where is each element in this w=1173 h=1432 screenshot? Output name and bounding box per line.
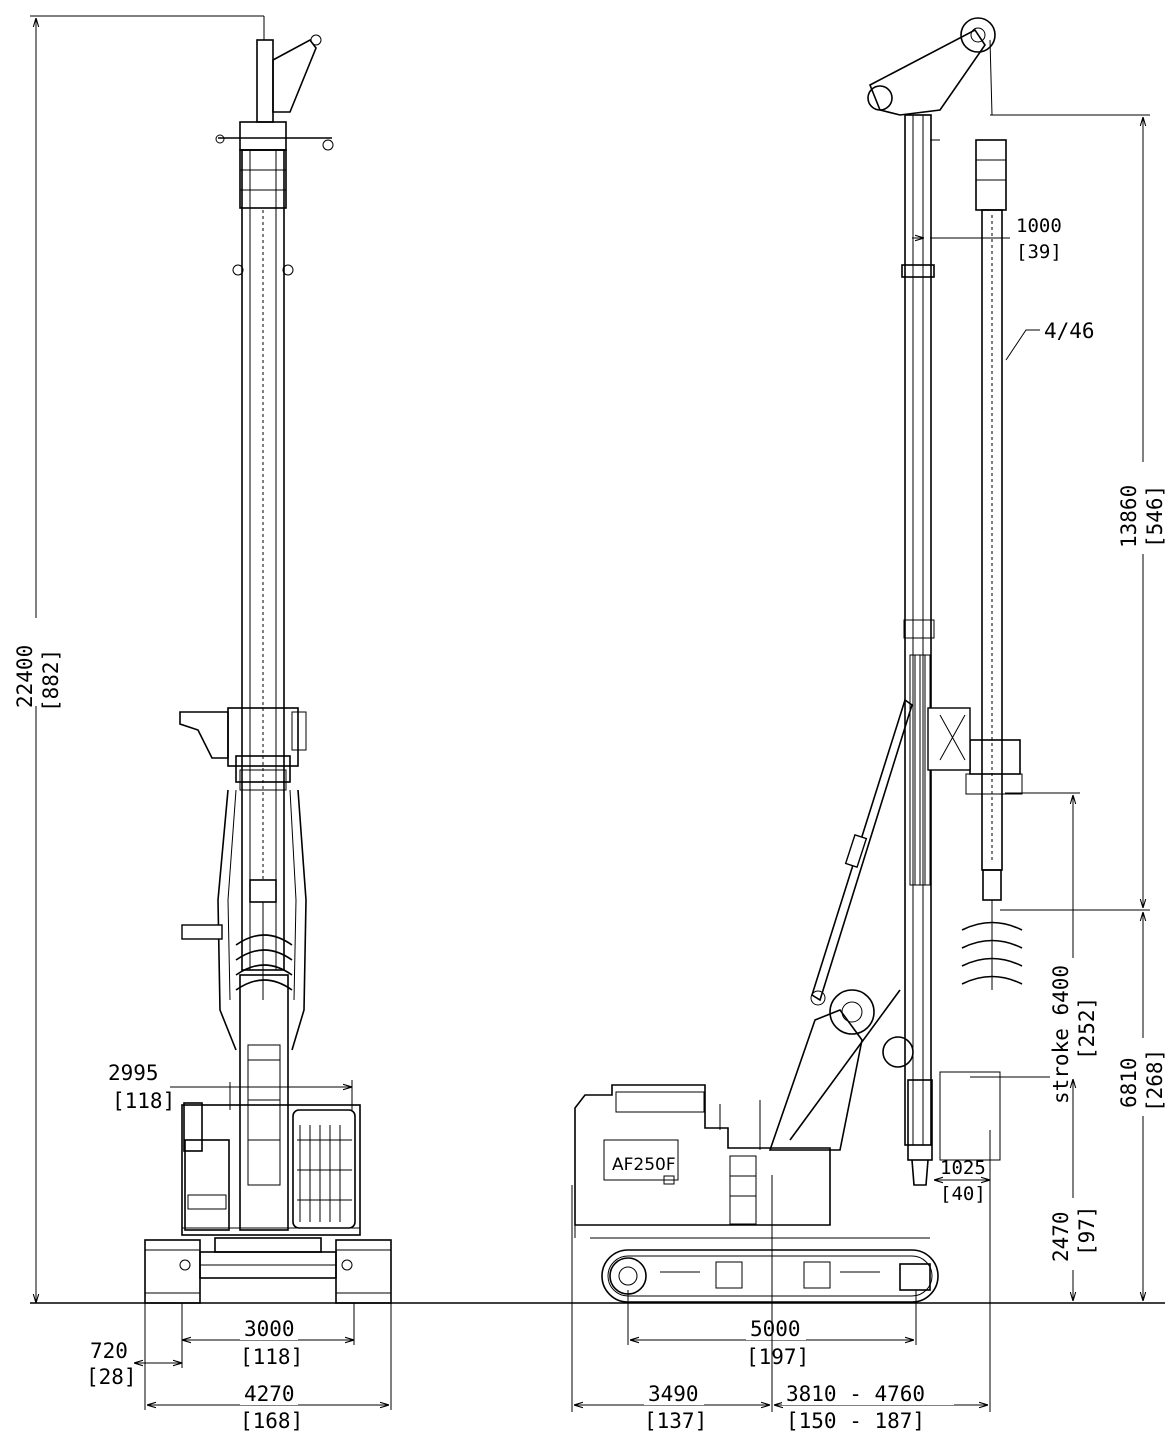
side-kelly (927, 139, 1023, 990)
dim-mast-top-width-inch: [39] (1016, 241, 1062, 263)
dim-track-length-inch: [197] (746, 1345, 809, 1369)
side-upper: AF250F (574, 1084, 930, 1239)
dim-mast-offset-inch: [40] (940, 1183, 986, 1205)
dim-overall-width: 4270 [168] (147, 1303, 392, 1432)
dim-mast-top-width: 1000 [39] (912, 215, 1062, 263)
dim-stroke-inch: [252] (1075, 997, 1099, 1060)
dim-overall-width-mm: 4270 (244, 1382, 295, 1406)
dim-working-radius-mm: 3810 - 4760 (786, 1382, 925, 1406)
dim-auger-height-inch: [268] (1143, 1049, 1167, 1112)
front-lower-mast (181, 789, 307, 1231)
dim-track-gauge: 3000 [118] (181, 1303, 355, 1369)
dim-kelly-length-inch: [546] (1143, 485, 1167, 548)
side-crown (867, 17, 996, 141)
side-mast (901, 114, 1001, 1186)
dim-track-length-mm: 5000 (750, 1317, 801, 1341)
dim-track-gauge-mm: 3000 (244, 1317, 295, 1341)
dim-stroke-mm: stroke 6400 (1049, 965, 1073, 1104)
dim-ground-clearance-inch: [97] (1075, 1205, 1099, 1256)
dim-upper-width: 2995 [118] (108, 1061, 353, 1113)
dim-working-radius-inch: [150 - 187] (786, 1409, 925, 1432)
dim-radii: 3490 [137] 3810 - 4760 [150 - 187] (571, 1175, 988, 1432)
dim-mast-top-width-mm: 1000 (1016, 215, 1062, 237)
dim-auger-height-mm: 6810 (1117, 1057, 1141, 1108)
dim-kelly-length-mm: 13860 (1117, 485, 1141, 548)
front-rotary-head (179, 707, 307, 791)
side-track (601, 1249, 939, 1303)
front-upper (181, 1102, 361, 1236)
front-mast (232, 149, 294, 971)
dim-tail-radius-mm: 3490 (648, 1382, 699, 1406)
dim-mast-offset: 1025 [40] (934, 1130, 991, 1412)
side-view: AF250F (574, 17, 1023, 1303)
dim-upper-width-mm: 2995 (108, 1061, 159, 1085)
dim-track-width-mm: 720 (90, 1339, 128, 1363)
dim-ground-clearance: 2470 [97] (1049, 1079, 1099, 1301)
dim-track-gauge-inch: [118] (240, 1345, 303, 1369)
kelly-callout: 4/46 (1005, 319, 1095, 361)
dim-overall-width-inch: [168] (240, 1409, 303, 1432)
dim-stroke: stroke 6400 [252] (970, 792, 1102, 1106)
front-crown (215, 16, 334, 151)
dim-overall-height-inch: [882] (39, 649, 63, 712)
kelly-label: 4/46 (1044, 319, 1095, 343)
model-label: AF250F (612, 1155, 676, 1175)
side-boom (768, 698, 914, 1151)
dim-upper-width-inch: [118] (112, 1089, 175, 1113)
front-tracks (144, 1237, 392, 1304)
dim-ground-clearance-mm: 2470 (1049, 1211, 1073, 1262)
dim-auger-height: 6810 [268] (1117, 912, 1168, 1301)
dim-overall-height: 22400 [882] (6, 15, 264, 1303)
dim-track-width: 720 [28] (86, 1303, 182, 1410)
front-view (144, 16, 392, 1304)
dim-track-width-inch: [28] (86, 1365, 137, 1389)
dim-tail-radius-inch: [137] (644, 1409, 707, 1432)
dim-mast-offset-mm: 1025 (940, 1157, 986, 1179)
dim-overall-height-mm: 22400 (13, 645, 37, 708)
dim-kelly-length: 13860 [546] (990, 114, 1168, 911)
